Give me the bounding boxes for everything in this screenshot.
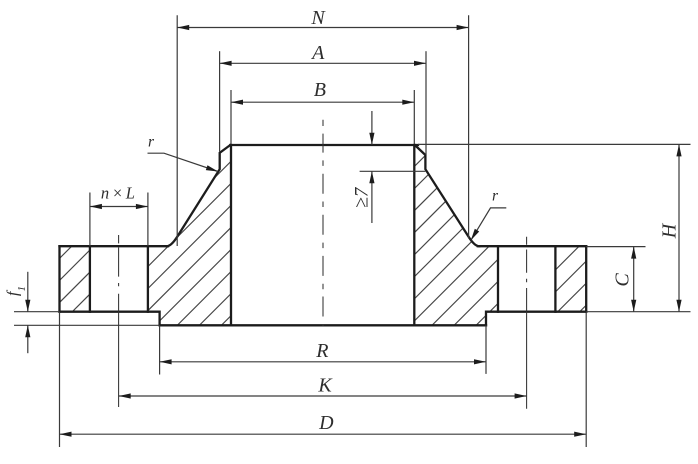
svg-text:A: A [310,42,325,64]
svg-text:C: C [612,273,634,287]
svg-text:≥7: ≥7 [351,186,373,208]
svg-text:H: H [659,222,681,239]
svg-text:B: B [314,79,326,101]
svg-text:D: D [318,412,334,434]
svg-text:r: r [148,134,155,151]
svg-text:r: r [492,188,499,205]
svg-text:n×L: n×L [101,183,138,202]
svg-text:R: R [315,340,328,362]
svg-text:K: K [317,374,333,396]
svg-text:f1: f1 [5,286,28,296]
svg-text:N: N [310,7,326,29]
